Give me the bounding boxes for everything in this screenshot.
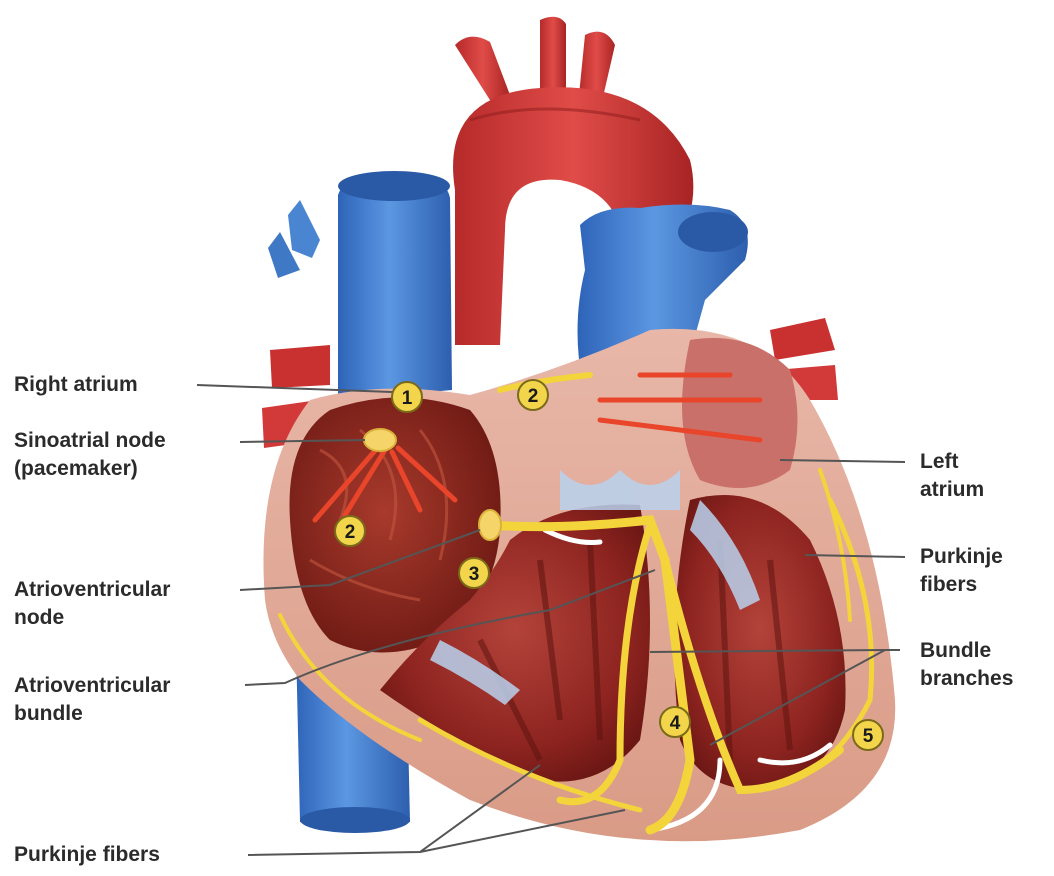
- label-sinoatrial-node-line1: Sinoatrial node: [14, 427, 166, 455]
- label-purkinje-bottom-text: Purkinje fibers: [14, 841, 160, 869]
- inferior-vena-cava-opening: [300, 807, 410, 833]
- label-atrioventricular-node: Atrioventricular node: [14, 576, 170, 632]
- left-atrium-chamber: [682, 338, 798, 488]
- svg-text:3: 3: [469, 564, 480, 585]
- label-av-node-line1: Atrioventricular: [14, 576, 170, 604]
- label-purkinje-fibers-right: Purkinje fibers: [920, 543, 1003, 599]
- step-badge-3: 3: [459, 558, 489, 588]
- label-right-atrium-text: Right atrium: [14, 371, 138, 399]
- label-left-atrium: Left atrium: [920, 448, 984, 504]
- step-badge-2-atrium: 2: [335, 516, 365, 546]
- label-av-bundle-line2: bundle: [14, 700, 170, 728]
- step-badge-5: 5: [853, 720, 883, 750]
- label-left-atrium-line1: Left: [920, 448, 984, 476]
- label-av-bundle-line1: Atrioventricular: [14, 672, 170, 700]
- label-sinoatrial-node: Sinoatrial node (pacemaker): [14, 427, 166, 483]
- label-bundle-branches-line1: Bundle: [920, 637, 1013, 665]
- label-purkinje-fibers-bottom: Purkinje fibers: [14, 841, 160, 869]
- label-purkinje-right-line1: Purkinje: [920, 543, 1003, 571]
- label-left-atrium-line2: atrium: [920, 476, 984, 504]
- svg-text:2: 2: [345, 522, 356, 543]
- label-purkinje-right-line2: fibers: [920, 571, 1003, 599]
- label-av-node-line2: node: [14, 604, 170, 632]
- step-badge-4: 4: [660, 707, 690, 737]
- svg-text:2: 2: [528, 386, 539, 407]
- label-bundle-branches: Bundle branches: [920, 637, 1013, 693]
- step-badge-1: 1: [392, 382, 422, 412]
- label-atrioventricular-bundle: Atrioventricular bundle: [14, 672, 170, 728]
- label-sinoatrial-node-line2: (pacemaker): [14, 455, 166, 483]
- label-right-atrium: Right atrium: [14, 371, 138, 399]
- svg-text:4: 4: [670, 713, 681, 734]
- step-badge-2-top: 2: [518, 380, 548, 410]
- svg-text:5: 5: [863, 726, 874, 747]
- svg-text:1: 1: [402, 388, 413, 409]
- label-bundle-branches-line2: branches: [920, 665, 1013, 693]
- sinoatrial-node: [364, 429, 396, 451]
- atrioventricular-node: [479, 510, 501, 540]
